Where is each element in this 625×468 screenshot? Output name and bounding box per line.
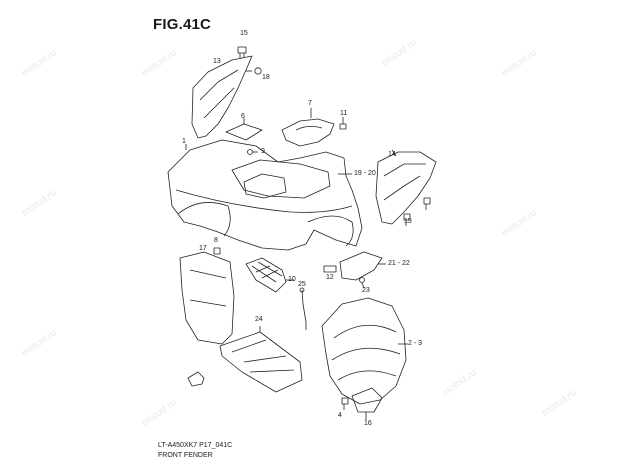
- part-16-cover: [351, 387, 383, 413]
- part-17-detail: [189, 269, 227, 307]
- part-7-upper-cover: [281, 118, 335, 147]
- part-code-caption: LT-A450XK7 P17_041C: [158, 442, 233, 449]
- part-2-3-mudguard: [321, 297, 407, 405]
- callout-14: 14: [388, 151, 396, 158]
- front-arrow-icon: [187, 371, 205, 387]
- callout-7: 7: [308, 100, 312, 107]
- callout-24: 24: [255, 316, 263, 323]
- callout-17: 17: [199, 245, 207, 252]
- callout-11: 11: [340, 110, 348, 117]
- callout-12: 12: [326, 274, 334, 281]
- part-4-screw: [341, 397, 349, 410]
- part-15-screw: [237, 46, 247, 58]
- part-24-detail: [231, 339, 295, 373]
- callout-1: 1: [182, 138, 186, 145]
- part-21-22-bracket: [339, 251, 383, 281]
- callout-16: 16: [364, 420, 372, 427]
- part-23-bolt: [359, 277, 365, 283]
- callout-4: 4: [338, 412, 342, 419]
- part-2-3-detail: [331, 324, 401, 381]
- part-14-inner-line: [383, 163, 426, 201]
- part-15-screw-right: [403, 213, 411, 226]
- callout-25: 25: [298, 281, 306, 288]
- part-10-mesh-grille: [245, 257, 287, 293]
- part-25-pin-head: [299, 287, 305, 293]
- group-name-caption: FRONT FENDER: [158, 452, 213, 459]
- part-9-clip: [247, 149, 253, 155]
- callout-8: 8: [214, 237, 218, 244]
- callout-15-top: 15: [240, 30, 248, 37]
- part-13-inner-line: [199, 69, 239, 119]
- callout-2-3: 2 - 3: [408, 340, 423, 347]
- part-24-floor-mat: [219, 331, 303, 393]
- callout-13: 13: [213, 58, 221, 65]
- part-7-detail: [295, 126, 323, 131]
- callout-10: 10: [288, 276, 296, 283]
- part-13-side-panel: [191, 55, 253, 139]
- part-6-pad: [225, 123, 263, 141]
- callout-19-20: 19 - 20: [354, 170, 376, 177]
- part-10-mesh-lines: [251, 261, 283, 283]
- part-1-storage-box: [243, 173, 287, 199]
- part-12-label-plate: [323, 265, 337, 273]
- figure-title: FIG.41C: [153, 16, 212, 33]
- part-1-wheel-arch-left: [177, 202, 231, 237]
- callout-6: 6: [241, 113, 245, 120]
- callout-21-22: 21 - 22: [388, 260, 410, 267]
- leader-line: [391, 149, 397, 157]
- part-11-nut: [339, 123, 347, 130]
- part-15-screw-right-2: [423, 197, 431, 210]
- leader-line: [361, 282, 365, 289]
- part-1-front-fender: [167, 139, 363, 251]
- part-1-seat-recess: [231, 159, 331, 199]
- part-1-wheel-arch-right: [307, 215, 354, 247]
- callout-23: 23: [362, 287, 370, 294]
- part-14-side-panel: [375, 151, 437, 225]
- callout-15-right: 15: [404, 218, 412, 225]
- callout-18: 18: [262, 74, 270, 81]
- part-1-edge-line: [175, 189, 353, 213]
- part-18-grommet: [254, 67, 262, 75]
- callout-9: 9: [261, 148, 265, 155]
- part-8-screw: [213, 247, 221, 255]
- part-25-pin: [301, 289, 307, 330]
- part-17-inner-panel: [179, 251, 235, 345]
